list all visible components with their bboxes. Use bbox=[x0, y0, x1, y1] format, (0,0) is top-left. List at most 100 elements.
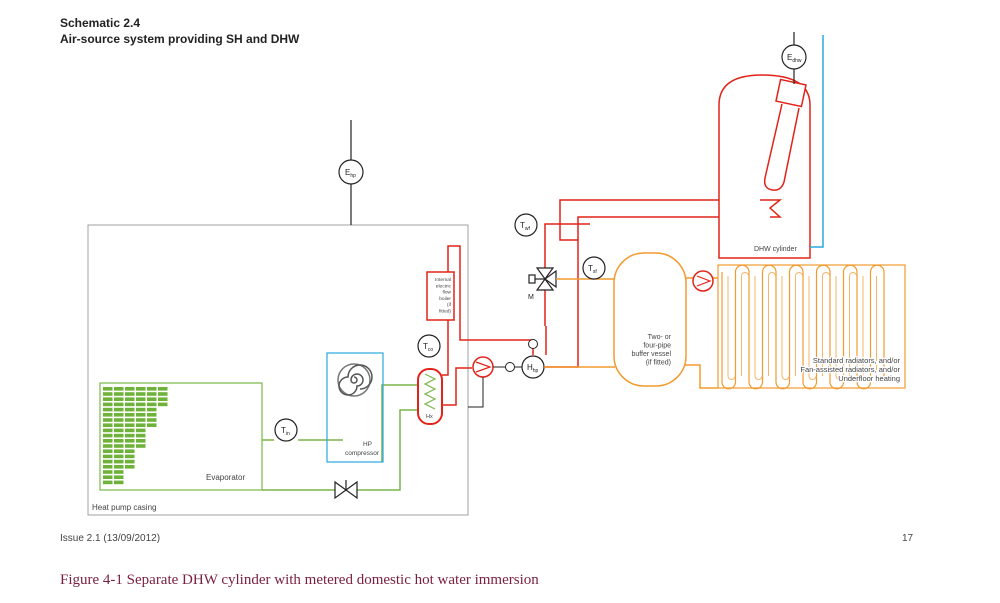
refrigerant-circuit bbox=[262, 384, 418, 491]
evaporator-fin bbox=[103, 402, 113, 407]
evaporator-fin bbox=[103, 454, 113, 459]
evaporator-fin bbox=[136, 423, 146, 427]
issue-label: Issue 2.1 (13/09/2012) bbox=[60, 533, 160, 544]
svg-text:Twf: Twf bbox=[520, 221, 531, 232]
evaporator-fin bbox=[114, 418, 124, 422]
electric-meter-hp: Ehp bbox=[338, 159, 364, 185]
boiler-text-line: (if bbox=[447, 302, 452, 308]
evaporator-fin bbox=[147, 387, 157, 391]
hx-label: Hx bbox=[426, 414, 433, 420]
dhw-coil bbox=[760, 199, 783, 218]
evaporator-fin bbox=[114, 428, 124, 433]
evaporator-fin bbox=[114, 475, 124, 479]
evaporator-fin bbox=[158, 392, 168, 396]
evaporator-fin bbox=[103, 449, 113, 453]
evaporator-fin bbox=[158, 397, 168, 401]
radiator-inner-loop bbox=[727, 272, 877, 380]
electric-meter-dhw: Edhw bbox=[781, 44, 807, 70]
immersion-heater bbox=[763, 78, 807, 191]
svg-text:Tsf: Tsf bbox=[588, 264, 597, 275]
evaporator-fin bbox=[125, 428, 135, 433]
evaporator-fin bbox=[125, 392, 135, 396]
sensor-tsf: Tsf bbox=[582, 256, 606, 280]
radiator-serpentine bbox=[721, 264, 885, 390]
svg-text:Hhp: Hhp bbox=[527, 363, 539, 374]
evaporator-fin bbox=[147, 418, 157, 422]
electric-flow-boiler bbox=[426, 271, 455, 321]
buffer-vessel bbox=[613, 252, 687, 387]
evaporator-fin bbox=[125, 465, 135, 469]
evaporator-fin bbox=[147, 413, 157, 417]
expansion-valve bbox=[334, 480, 358, 500]
schematic-number: Schematic 2.4 bbox=[60, 16, 140, 30]
evaporator-fin bbox=[114, 407, 124, 412]
evaporator-fin bbox=[103, 475, 113, 479]
evaporator-fin bbox=[136, 407, 146, 412]
schematic-title: Air-source system providing SH and DHW bbox=[60, 32, 300, 46]
evaporator-fin bbox=[136, 397, 146, 401]
svg-text:Ehp: Ehp bbox=[345, 168, 356, 179]
radiator-loops bbox=[721, 264, 885, 390]
evaporator-fin bbox=[125, 407, 135, 412]
heat-exchanger-coil bbox=[423, 373, 437, 410]
compressor-spiral-icon bbox=[337, 363, 373, 397]
evaporator-fin bbox=[103, 392, 113, 396]
emitters-label-line: Standard radiators, and/or bbox=[813, 356, 901, 365]
evaporator-fin bbox=[125, 402, 135, 407]
evaporator-fin bbox=[136, 444, 146, 448]
figure-caption: Figure 4-1 Separate DHW cylinder with me… bbox=[60, 572, 539, 588]
evaporator-fins bbox=[103, 387, 168, 485]
evaporator-fin bbox=[114, 444, 124, 448]
evaporator-fin bbox=[114, 459, 124, 464]
buffer-text-line: (if fitted) bbox=[646, 360, 671, 367]
compressor-label-1: HP bbox=[363, 441, 372, 448]
evaporator-fin bbox=[136, 418, 146, 422]
evaporator-fin bbox=[103, 387, 113, 391]
casing-label: Heat pump casing bbox=[92, 503, 156, 512]
evaporator-fin bbox=[114, 397, 124, 401]
evaporator-fin bbox=[103, 423, 113, 427]
svg-text:Edhw: Edhw bbox=[787, 53, 802, 64]
evaporator-fin bbox=[125, 454, 135, 459]
evaporator-fin bbox=[114, 449, 124, 453]
evaporator-fin bbox=[125, 439, 135, 443]
compressor-box bbox=[326, 352, 384, 463]
evaporator-fin bbox=[103, 465, 113, 469]
svg-text:Tco: Tco bbox=[423, 342, 433, 353]
evaporator-fin bbox=[125, 423, 135, 427]
evaporator-fin bbox=[125, 413, 135, 417]
evaporator-fin bbox=[114, 413, 124, 417]
evaporator-fin bbox=[103, 433, 113, 438]
evaporator-label: Evaporator bbox=[206, 473, 245, 482]
sensor-tco: Tco bbox=[417, 334, 441, 358]
evaporator-fin bbox=[114, 480, 124, 485]
evaporator-fin bbox=[125, 397, 135, 401]
evaporator-fin bbox=[103, 470, 113, 474]
flow-sensor-small bbox=[505, 362, 515, 372]
evaporator-fin bbox=[103, 397, 113, 401]
evaporator-fin bbox=[103, 428, 113, 433]
evaporator-fin bbox=[114, 465, 124, 469]
evaporator-box bbox=[99, 382, 263, 491]
evaporator-fin bbox=[103, 418, 113, 422]
evaporator-fin bbox=[136, 392, 146, 396]
emitters-label-line: Fan-assisted radiators, and/or bbox=[800, 365, 900, 374]
evaporator-fin bbox=[125, 444, 135, 448]
evaporator-fin bbox=[125, 387, 135, 391]
compressor-label-2: compressor bbox=[345, 450, 380, 457]
buffer-text-line: buffer vessel bbox=[631, 351, 671, 358]
emitters-label-line: Underfloor heating bbox=[838, 374, 900, 383]
svg-text:Tin: Tin bbox=[281, 426, 290, 437]
evaporator-fin bbox=[114, 433, 124, 438]
evaporator-fin bbox=[147, 423, 157, 427]
evaporator-fin bbox=[103, 480, 113, 485]
evaporator-fin bbox=[136, 402, 146, 407]
evaporator-fin bbox=[125, 449, 135, 453]
valve-motor-label: M bbox=[528, 294, 534, 301]
sensor-tin: Tin bbox=[274, 418, 298, 442]
evaporator-fin bbox=[114, 423, 124, 427]
boiler-text-line: boiler bbox=[439, 296, 451, 302]
